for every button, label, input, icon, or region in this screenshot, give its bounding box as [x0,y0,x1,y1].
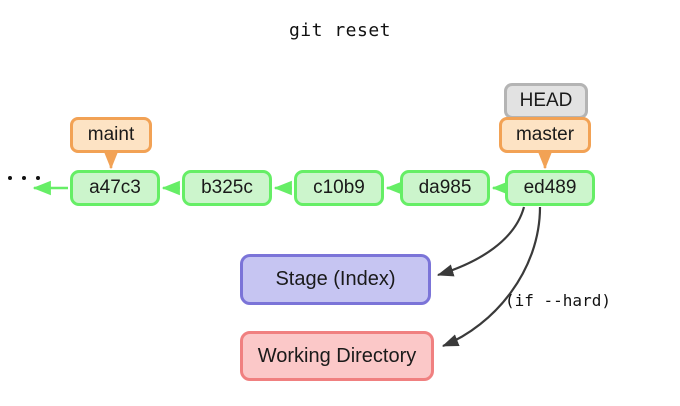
page-title: git reset [288,20,392,41]
working-directory-box[interactable]: Working Directory [240,331,434,381]
commit-node-a47c3[interactable]: a47c3 [70,170,160,206]
commit-node-c10b9[interactable]: c10b9 [294,170,384,206]
commit-node-ed489[interactable]: ed489 [505,170,595,206]
ellipsis-dot [22,176,26,180]
stage-index-box[interactable]: Stage (Index) [240,254,431,305]
branch-label-master[interactable]: master [499,117,591,153]
ellipsis-dot [36,176,40,180]
ref-pointer-arrows [103,151,553,170]
reset-arrows [436,206,542,348]
history-ellipsis [8,176,40,180]
branch-label-maint[interactable]: maint [70,117,152,153]
ellipsis-dot [8,176,12,180]
commit-node-b325c[interactable]: b325c [182,170,272,206]
head-label[interactable]: HEAD [504,83,588,119]
commit-node-da985[interactable]: da985 [400,170,490,206]
if-hard-annotation: (if --hard) [505,291,611,310]
